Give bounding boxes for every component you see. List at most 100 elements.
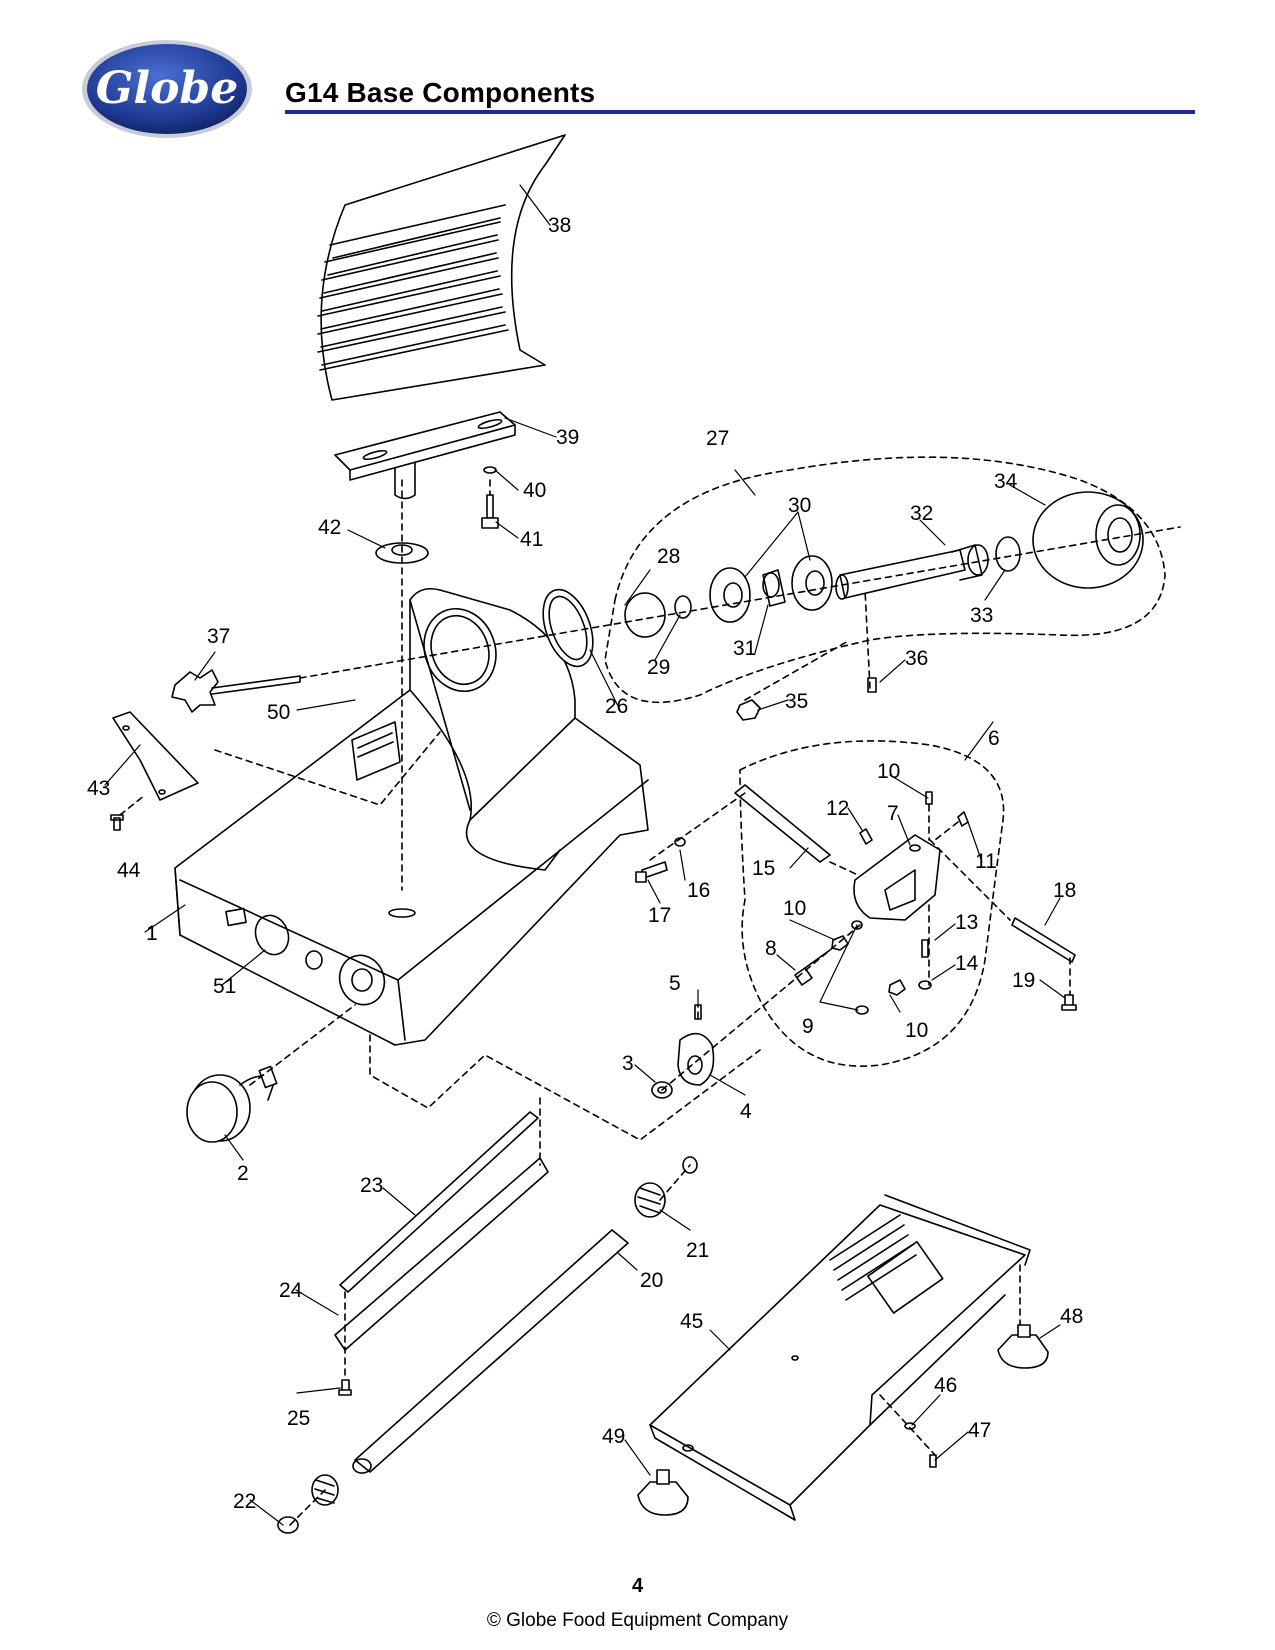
part-3-washer [651, 1081, 673, 1099]
callout-24: 23 [360, 1174, 383, 1197]
callout-36: 35 [785, 690, 808, 713]
callout-21: 20 [640, 1269, 663, 1292]
part-19-strap [1011, 917, 1076, 963]
callout-3: 3 [622, 1052, 634, 1075]
callout-40: 39 [556, 426, 579, 449]
callout-25: 24 [279, 1279, 303, 1302]
part-6-enclosure-outline [739, 740, 1005, 1067]
callout-32: 31 [733, 637, 756, 660]
part-31-bearing-a [709, 567, 751, 623]
callout-23: 22 [233, 1490, 256, 1513]
callout-18: 17 [648, 904, 671, 927]
part-25-rail [334, 1157, 549, 1351]
callout-39: 38 [548, 214, 571, 237]
part-34-ring [995, 536, 1021, 572]
callout-11: 10 [877, 760, 900, 783]
part-40-bracket [334, 411, 516, 500]
part-37-pin [867, 677, 877, 693]
callout-22: 21 [686, 1239, 709, 1262]
copyright-notice: © Globe Food Equipment Company [486, 1610, 789, 1631]
part-29-snap-ring [624, 592, 666, 638]
title-rule [285, 110, 1195, 114]
callout-15: 14 [955, 952, 979, 975]
callout-5: 5 [669, 972, 681, 995]
part-21-rod [352, 1229, 629, 1474]
part-15-nut [918, 980, 932, 990]
page-title: G14 Base Components [285, 77, 596, 108]
callout-43: 42 [318, 516, 341, 539]
callout-4: 4 [740, 1100, 752, 1123]
callout-12: 11 [975, 850, 997, 873]
callout-44: 43 [87, 777, 110, 800]
part-39-louvered-cover [317, 134, 566, 401]
part-16-rod [734, 784, 831, 863]
callout-13: 12 [826, 797, 849, 820]
part-24-rail [339, 1111, 539, 1293]
callout-52: 51 [213, 975, 236, 998]
page-number: 4 [631, 1575, 644, 1597]
callout-10b: 10 [905, 1019, 928, 1042]
part-33-shaft [835, 544, 989, 600]
globe-logo: Globe [82, 40, 252, 138]
part-45-screw [110, 814, 124, 831]
callout-26: 25 [287, 1407, 310, 1430]
part-7-block [853, 834, 941, 921]
callout-1: 1 [146, 922, 158, 945]
callout-8: 8 [765, 937, 777, 960]
callout-31: 30 [788, 494, 811, 517]
part-41-washer [483, 466, 497, 474]
callout-27: 26 [605, 695, 628, 718]
part-13-pin [859, 828, 873, 845]
callout-33: 32 [910, 502, 933, 525]
callout-17: 16 [687, 879, 710, 902]
part-32-spacer [762, 569, 786, 607]
part-1-base-housing [174, 587, 649, 1046]
callout-7: 7 [887, 802, 899, 825]
callout-6: 6 [988, 727, 1000, 750]
callout-42: 41 [520, 528, 543, 551]
callout-30: 29 [647, 656, 670, 679]
callout-47: 46 [934, 1374, 957, 1397]
callout-leaders [104, 184, 1066, 1526]
part-44-plate [112, 711, 199, 801]
part-9-washer-a [851, 920, 863, 930]
part-38-knob-rod [171, 669, 301, 713]
callout-19: 18 [1053, 879, 1076, 902]
callout-20: 19 [1012, 969, 1035, 992]
assembly-lines [119, 479, 1181, 1526]
callout-28: 27 [706, 427, 729, 450]
callout-35: 34 [994, 470, 1018, 493]
callout-50: 49 [602, 1425, 625, 1448]
callout-46: 45 [680, 1310, 703, 1333]
part-31-bearing-b [791, 555, 833, 611]
part-28-enclosure-outline [604, 456, 1166, 704]
part-18-screw [635, 861, 668, 883]
callout-37: 36 [905, 647, 928, 670]
part-50-foot [637, 1469, 689, 1516]
part-10-nut-b [888, 979, 906, 996]
part-42-screw [481, 494, 499, 529]
part-49-foot [997, 1324, 1049, 1369]
logo-text: Globe [96, 63, 238, 114]
part-26-screw [338, 1379, 352, 1396]
part-2-knob [186, 1065, 278, 1143]
part-48-screw [929, 1454, 937, 1468]
callout-38: 37 [207, 625, 230, 648]
callout-34: 33 [970, 604, 993, 627]
part-23-cap [277, 1516, 299, 1534]
part-27-ring [542, 588, 594, 668]
callout-41: 40 [523, 479, 546, 502]
callout-labels: 38 39 40 41 42 37 50 43 44 1 51 2 27 26 … [87, 214, 1083, 1513]
callout-16: 15 [752, 857, 775, 880]
part-22-spring [634, 1182, 666, 1218]
callout-9: 9 [802, 1015, 814, 1038]
part-47-washer [904, 1422, 916, 1430]
part-4-cam [677, 1032, 715, 1086]
callout-49: 48 [1060, 1305, 1083, 1328]
callout-29: 28 [657, 545, 680, 568]
part-22-cap [682, 1156, 698, 1174]
part-36-nut [736, 699, 761, 721]
part-30-snap-ring [674, 595, 692, 619]
callout-51: 50 [267, 701, 290, 724]
